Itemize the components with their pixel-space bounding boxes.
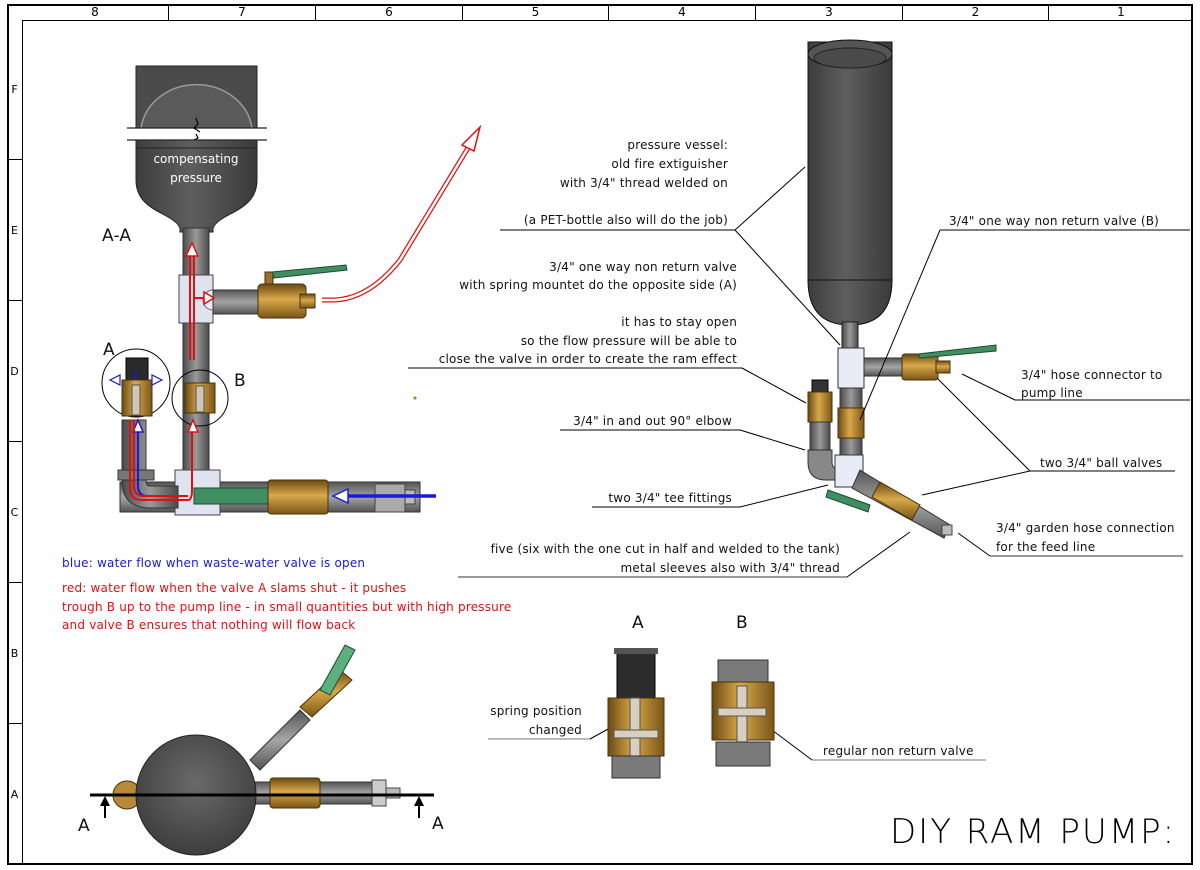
detail-a-enlarged bbox=[607, 648, 665, 779]
elbow-section bbox=[121, 419, 179, 509]
strainer-mesh bbox=[616, 649, 656, 699]
lower-ball-valve bbox=[267, 479, 329, 515]
section-label-a-a: A-A bbox=[102, 226, 132, 246]
pump-line-pipe bbox=[212, 289, 264, 315]
callout-pressure-vessel-3: with 3/4" thread welded on bbox=[559, 176, 728, 190]
column-header: 4 bbox=[609, 4, 756, 20]
section-view-a-a: compensating pressure bbox=[101, 65, 482, 516]
callout-pressure-vessel-1: pressure vessel: bbox=[627, 138, 728, 152]
pressure-vessel-3d bbox=[807, 41, 893, 283]
assembly-3d-view bbox=[807, 39, 997, 539]
detail-b-enlarged bbox=[711, 659, 775, 767]
column-header: 1 bbox=[1117, 5, 1125, 19]
callout-pressure-vessel-2: old fire extiguisher bbox=[611, 157, 728, 171]
top-view-ball-valve bbox=[269, 777, 321, 809]
vessel-label-2: pressure bbox=[170, 171, 222, 185]
detail-circle-a bbox=[101, 348, 171, 418]
callout-stay-open-3: close the valve in order to create the r… bbox=[438, 352, 737, 366]
callout-stay-open-2: so the flow pressure will be able to bbox=[520, 334, 737, 348]
valve-a-strainer bbox=[125, 357, 149, 381]
top-view bbox=[90, 644, 434, 856]
callout-ball-valves: two 3/4" ball valves bbox=[1040, 456, 1163, 470]
lower-valve-handle bbox=[193, 487, 271, 505]
callout-garden-hose-1: 3/4" garden hose connection bbox=[996, 521, 1175, 535]
upper-valve-handle bbox=[271, 264, 348, 279]
legend-red-line-2: trough B up to the pump line - in small … bbox=[62, 600, 512, 614]
lower-ball-valve-3d bbox=[871, 481, 921, 521]
callout-spring-changed-2: changed bbox=[528, 723, 582, 737]
detail-a-marker: A bbox=[103, 340, 115, 360]
vertical-riser-pipe bbox=[182, 227, 210, 491]
top-view-valve-handle bbox=[319, 644, 356, 696]
legend-blue: blue: water flow when waste-water valve … bbox=[62, 556, 366, 570]
vessel-label-1: compensating bbox=[153, 152, 238, 166]
break-gap bbox=[125, 128, 270, 140]
callout-regular-valve: regular non return valve bbox=[823, 744, 974, 758]
column-header: 7 bbox=[169, 4, 316, 20]
row-header: C bbox=[7, 442, 22, 583]
valve-a-3d bbox=[807, 391, 833, 423]
callout-pet-bottle: (a PET-bottle also will do the job) bbox=[523, 213, 728, 227]
column-header: 5 bbox=[463, 4, 609, 20]
row-header: B bbox=[7, 583, 22, 724]
callout-valve-a-1: 3/4" one way non return valve bbox=[549, 260, 737, 274]
hose-connector-3d bbox=[935, 360, 951, 374]
legend-red-line-3: and valve B ensures that nothing will fl… bbox=[62, 618, 356, 632]
column-header: 2 bbox=[903, 4, 1049, 20]
row-header: A bbox=[10, 788, 19, 801]
pressure-vessel-section bbox=[135, 139, 258, 233]
legend-red-line-1: red: water flow when the valve A slams s… bbox=[62, 581, 407, 595]
callout-elbow: 3/4" in and out 90° elbow bbox=[573, 414, 732, 428]
callout-spring-changed-1: spring position bbox=[490, 704, 582, 718]
column-header: 3 bbox=[756, 4, 903, 20]
row-header: E bbox=[7, 160, 22, 301]
stray-dot bbox=[413, 396, 417, 400]
callout-hose-connector-1: 3/4" hose connector to bbox=[1021, 368, 1163, 382]
column-header: 6 bbox=[316, 4, 463, 20]
upper-tee-3d bbox=[837, 347, 865, 389]
row-header: D bbox=[7, 301, 22, 442]
upper-ball-valve bbox=[257, 283, 307, 319]
section-mark-left: A bbox=[78, 816, 90, 836]
detail-b-marker: B bbox=[234, 371, 246, 391]
garden-hose-connector-3d bbox=[941, 524, 953, 536]
detail-circle-b bbox=[171, 369, 229, 427]
callout-garden-hose-2: for the feed line bbox=[996, 540, 1096, 554]
callout-hose-connector-2: pump line bbox=[1021, 386, 1083, 400]
callout-valve-a-2: with spring mountet do the opposite side… bbox=[459, 278, 737, 292]
drawing-frame bbox=[7, 4, 1193, 865]
column-header: 8 bbox=[22, 4, 169, 20]
valve-b-3d bbox=[837, 407, 865, 439]
callout-tee: two 3/4" tee fittings bbox=[608, 491, 732, 505]
drawing-title: DIY RAM PUMP: bbox=[890, 812, 1177, 852]
detail-b-title: B bbox=[736, 613, 748, 633]
callout-sleeves-1: five (six with the one cut in half and w… bbox=[490, 542, 840, 556]
red-flow-arrows bbox=[129, 124, 482, 501]
callout-valve-b: 3/4" one way non return valve (B) bbox=[949, 214, 1160, 228]
detail-a-title: A bbox=[632, 613, 644, 633]
callout-sleeves-2: metal sleeves also with 3/4" thread bbox=[620, 561, 840, 575]
leader-lines bbox=[408, 166, 1190, 761]
row-header: F bbox=[7, 20, 22, 160]
drawing-inner-border bbox=[22, 20, 1193, 865]
callout-stay-open-1: it has to stay open bbox=[621, 315, 737, 329]
section-mark-right: A bbox=[432, 814, 444, 834]
